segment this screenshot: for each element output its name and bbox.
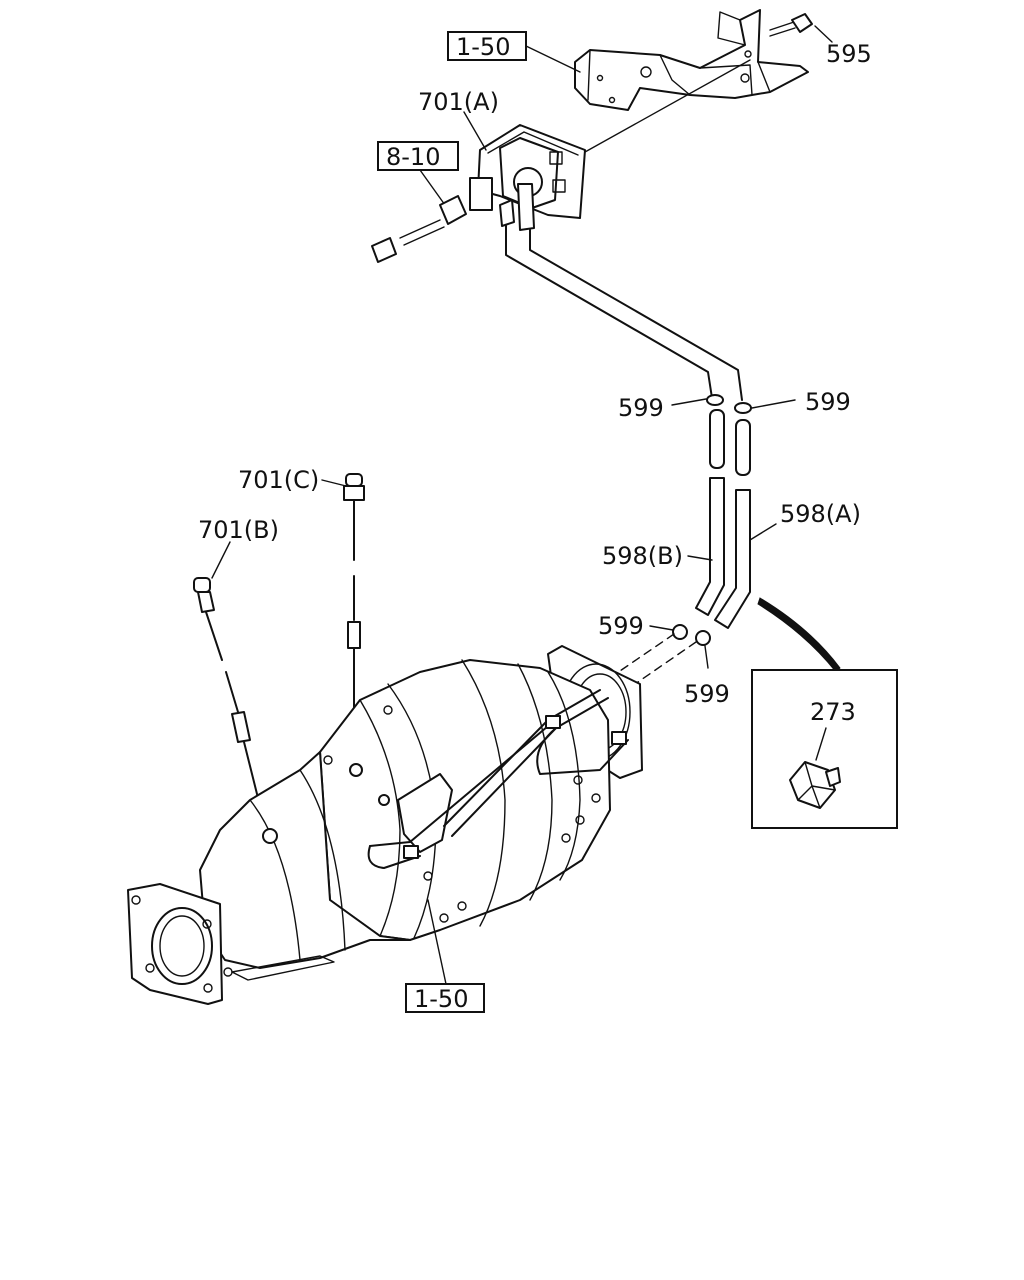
reference-box-harness: 8-10 — [377, 141, 459, 171]
hose-598a — [714, 489, 751, 629]
callout-595: 595 — [826, 40, 872, 68]
bolt-595 — [769, 13, 813, 37]
hose-short-right — [735, 419, 751, 476]
reference-box-top: 1-50 — [447, 31, 527, 61]
callout-701a: 701(A) — [418, 88, 499, 116]
callout-599-lower-left: 599 — [598, 612, 644, 640]
callout-599-lower-right: 599 — [684, 680, 730, 708]
reference-box-bottom: 1-50 — [405, 983, 485, 1013]
callout-599-upper-left: 599 — [618, 394, 664, 422]
callout-599-upper-right: 599 — [805, 388, 851, 416]
hose-short-left — [709, 409, 725, 469]
callout-598b: 598(B) — [602, 542, 683, 570]
dpf-assembly — [127, 645, 643, 1005]
callout-701b: 701(B) — [198, 516, 279, 544]
reference-top-label: 1-50 — [456, 33, 510, 61]
detail-pointer-arrow — [757, 597, 841, 673]
detail-part-number: 273 — [810, 698, 856, 726]
detail-box-273: 273 — [751, 669, 898, 829]
mounting-bracket — [574, 9, 809, 111]
temperature-sensor-701b — [193, 577, 267, 831]
differential-pressure-sensor-701a — [469, 124, 586, 231]
callout-598a: 598(A) — [780, 500, 861, 528]
reference-bottom-label: 1-50 — [414, 985, 468, 1013]
hose-598b — [695, 477, 725, 616]
sensor-pipes — [505, 225, 743, 401]
callout-701c: 701(C) — [238, 466, 319, 494]
clip-273-icon — [789, 761, 841, 809]
clamp-lower-right — [695, 630, 711, 646]
reference-harness-label: 8-10 — [386, 143, 440, 171]
clamp-lower-left — [672, 624, 688, 640]
clamp-upper-right — [734, 402, 752, 414]
harness-connector — [371, 195, 467, 263]
clamp-upper-left — [706, 394, 724, 406]
